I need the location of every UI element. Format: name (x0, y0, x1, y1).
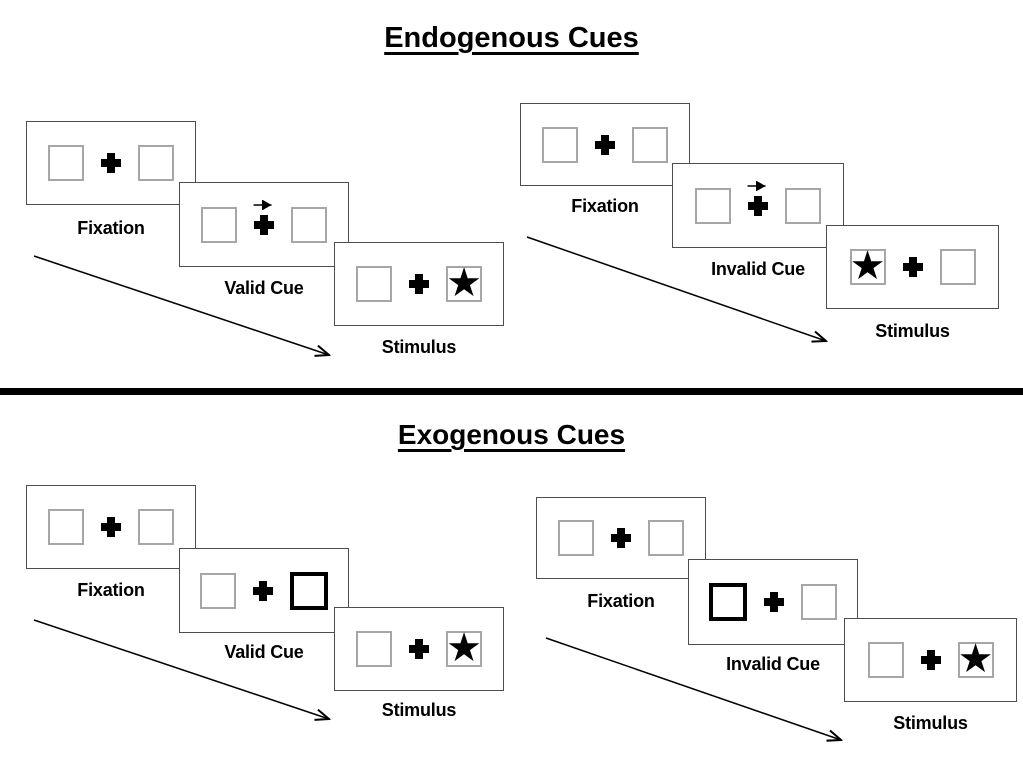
placeholder-box-right (785, 187, 821, 224)
fixation-area (406, 608, 432, 690)
fixation-area (250, 549, 276, 632)
fixation-cross-icon (101, 517, 121, 537)
cue-box-bold-left (709, 583, 747, 621)
frame-panel-fixation (26, 121, 196, 205)
frame-label: Invalid Cue (726, 654, 820, 674)
fixation-cross-icon (748, 195, 768, 216)
fixation-cross-icon (101, 153, 121, 173)
frame-panel-valid-cue (179, 182, 349, 267)
frame-label: Valid Cue (224, 278, 304, 298)
placeholder-box-left (356, 266, 392, 302)
fixation-area (98, 122, 124, 204)
frame-label: Invalid Cue (711, 259, 805, 279)
placeholder-box-left (201, 206, 237, 243)
frame-panel-stimulus: ★ (844, 618, 1017, 702)
timeline-arrow-icon (33, 255, 335, 361)
stimulus-box-right: ★ (446, 624, 482, 671)
fixation-area (98, 486, 124, 568)
cue-arrow-right-icon (747, 179, 773, 192)
placeholder-box-right (632, 126, 668, 163)
frame-label: Fixation (77, 580, 145, 600)
placeholder-box-left (48, 509, 84, 545)
fixation-area (918, 619, 944, 701)
section-title-endogenous: Endogenous Cues (384, 22, 639, 54)
fixation-cross-icon (254, 214, 274, 235)
timeline-arrow-icon (545, 637, 847, 745)
stimulus-box-right: ★ (446, 259, 482, 306)
placeholder-box-right (939, 249, 976, 285)
fixation-cross-icon (409, 639, 429, 659)
frame-label: Fixation (77, 218, 145, 238)
fixation-area (900, 226, 926, 308)
timeline-arrow-icon (526, 236, 832, 346)
placeholder-box-left (356, 631, 392, 667)
section-title-exogenous: Exogenous Cues (397, 419, 626, 450)
cue-box-bold-right (290, 571, 328, 610)
star-stimulus-icon: ★ (446, 624, 482, 671)
placeholder-box-left (558, 520, 594, 556)
placeholder-box-right (138, 509, 174, 545)
frame-label: Stimulus (893, 713, 968, 733)
frame-panel-fixation (536, 497, 706, 579)
placeholder-box-left (542, 126, 578, 163)
placeholder-box-left (695, 187, 731, 224)
frame-panel-fixation (520, 103, 690, 186)
star-stimulus-icon: ★ (446, 259, 482, 306)
frame-panel-valid-cue (179, 548, 349, 633)
placeholder-box-right (648, 520, 684, 556)
placeholder-box-right (801, 584, 837, 620)
frame-panel-invalid-cue (688, 559, 858, 645)
fixation-area (251, 183, 277, 266)
star-stimulus-icon: ★ (849, 242, 886, 289)
cue-arrow-right-icon (253, 198, 279, 211)
placeholder-box-left (867, 642, 904, 678)
star-stimulus-icon: ★ (957, 635, 994, 682)
frame-panel-stimulus: ★ (826, 225, 999, 309)
section-divider (0, 388, 1023, 395)
fixation-cross-icon (253, 580, 273, 601)
placeholder-box-right (291, 206, 327, 243)
frame-label: Stimulus (381, 337, 457, 357)
placeholder-box-right (138, 145, 174, 181)
timeline-arrow-icon (33, 619, 335, 725)
frame-label: Stimulus (875, 321, 950, 341)
placeholder-box-left (200, 572, 236, 609)
fixation-cross-icon (611, 528, 631, 548)
frame-panel-stimulus: ★ (334, 242, 504, 326)
fixation-cross-icon (920, 650, 941, 670)
fixation-cross-icon (409, 274, 429, 294)
frame-panel-fixation (26, 485, 196, 569)
fixation-area (406, 243, 432, 325)
fixation-cross-icon (764, 592, 784, 612)
stimulus-box-right: ★ (957, 635, 994, 682)
fixation-cross-icon (595, 134, 615, 155)
fixation-area (608, 498, 634, 578)
fixation-area (745, 164, 771, 247)
frame-label: Fixation (571, 196, 639, 216)
fixation-area (592, 104, 618, 185)
frame-panel-stimulus: ★ (334, 607, 504, 691)
fixation-cross-icon (902, 257, 923, 277)
stimulus-box-left: ★ (849, 242, 886, 289)
placeholder-box-left (48, 145, 84, 181)
frame-label: Valid Cue (224, 642, 304, 662)
frame-label: Stimulus (381, 700, 457, 720)
frame-label: Fixation (587, 591, 655, 611)
fixation-area (761, 560, 787, 644)
frame-panel-invalid-cue (672, 163, 844, 248)
